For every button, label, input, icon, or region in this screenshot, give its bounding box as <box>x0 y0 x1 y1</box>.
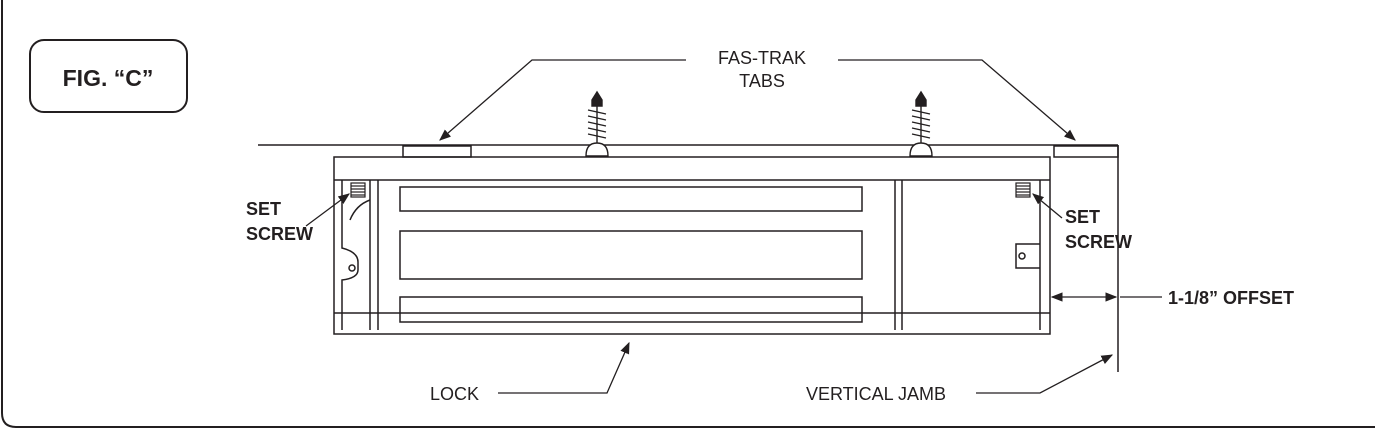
mounting-screw-right-icon <box>909 90 933 157</box>
vertical-jamb-label: VERTICAL JAMB <box>806 384 946 404</box>
fas-trak-tab-right <box>1053 145 1119 158</box>
set-screw-leader-left <box>305 193 350 227</box>
vertical-jamb-leader <box>976 354 1114 394</box>
set-screw-left-label-line2: SCREW <box>246 224 313 244</box>
fas-trak-label-line1: FAS-TRAK <box>718 48 806 68</box>
panel-frame <box>1 0 1375 428</box>
set-screw-right-label-line2: SCREW <box>1065 232 1132 252</box>
fas-trak-tab-left <box>402 145 472 158</box>
set-screw-left-icon <box>350 182 366 198</box>
figure-label: FIG. “C” <box>63 65 154 91</box>
set-screw-right-label-line1: SET <box>1065 207 1100 227</box>
lock-label: LOCK <box>430 384 479 404</box>
lock-housing <box>333 156 1051 335</box>
fas-trak-label-line2: TABS <box>739 71 785 91</box>
lock-leader <box>498 341 630 394</box>
set-screw-right-icon <box>1015 182 1031 198</box>
fas-trak-leader-left <box>439 59 686 141</box>
set-screw-leader-right <box>1032 193 1063 219</box>
mounting-screw-left-icon <box>585 90 609 157</box>
figure-label-box <box>29 39 188 113</box>
offset-label: 1-1/8” OFFSET <box>1168 288 1294 308</box>
set-screw-left-label-line1: SET <box>246 199 281 219</box>
fas-trak-leader-right <box>838 59 1076 141</box>
